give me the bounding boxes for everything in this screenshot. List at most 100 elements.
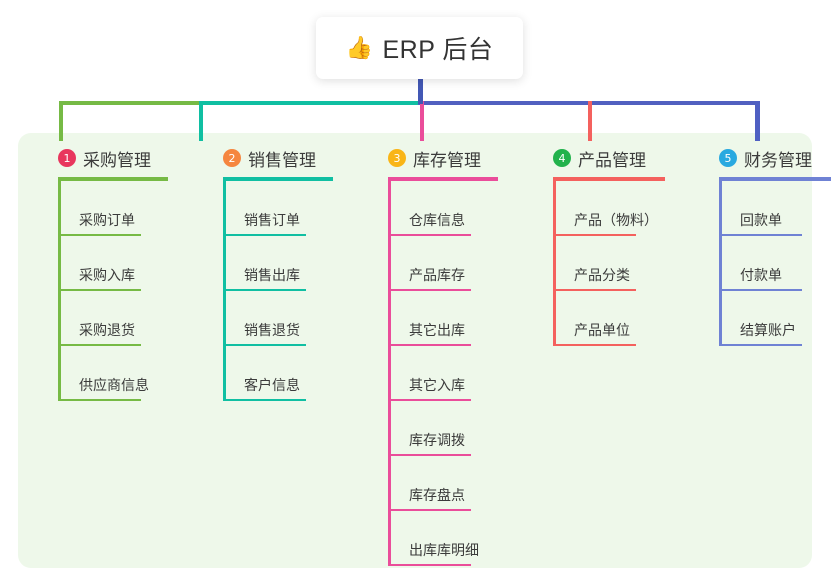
list-item-underline [388,399,471,401]
column-item-list: 仓库信息产品库存其它出库其它入库库存调拨库存盘点出库库明细 [388,181,498,566]
list-item-underline [719,234,802,236]
list-item[interactable]: 采购退货 [58,291,168,346]
list-item-underline [58,344,141,346]
diagram-background-panel [18,133,812,568]
list-item[interactable]: 其它入库 [388,346,498,401]
column-header-underline [58,177,168,181]
column-item-list: 销售订单销售出库销售退货客户信息 [223,181,333,401]
list-item-label: 回款单 [740,212,782,228]
column-item-list: 采购订单采购入库采购退货供应商信息 [58,181,168,401]
root-node-card[interactable]: 👍 ERP 后台 [316,17,523,79]
column-badge-2: 2 [223,149,241,167]
thumbs-up-icon: 👍 [345,35,374,60]
column-header-underline [719,177,831,181]
list-item-underline [719,289,802,291]
list-item-label: 采购退货 [79,322,135,338]
list-item-label: 采购订单 [79,212,135,228]
list-item-label: 采购入库 [79,267,135,283]
list-item-underline [223,289,306,291]
column-spine-line [223,181,226,401]
connector-drop-line-1 [59,101,63,141]
list-item-label: 付款单 [740,267,782,283]
connector-drop-line-4 [588,101,592,141]
list-item-label: 产品库存 [409,267,465,283]
list-item-underline [553,234,636,236]
list-item-label: 销售退货 [244,322,300,338]
column-badge-1: 1 [58,149,76,167]
list-item[interactable]: 付款单 [719,236,831,291]
list-item-label: 出库库明细 [409,542,479,558]
list-item-underline [388,289,471,291]
list-item-underline [553,289,636,291]
list-item[interactable]: 出库库明细 [388,511,498,566]
list-item-underline [719,344,802,346]
list-item-underline [223,234,306,236]
list-item-label: 结算账户 [740,322,796,338]
list-item[interactable]: 采购入库 [58,236,168,291]
list-item-underline [388,509,471,511]
list-item[interactable]: 采购订单 [58,181,168,236]
list-item[interactable]: 产品分类 [553,236,665,291]
list-item[interactable]: 供应商信息 [58,346,168,401]
column-销售管理: 2 销售管理销售订单销售出库销售退货客户信息 [201,145,333,401]
list-item[interactable]: 其它出库 [388,291,498,346]
list-item-underline [58,289,141,291]
list-item-underline [553,344,636,346]
list-item[interactable]: 销售出库 [223,236,333,291]
column-header-产品管理[interactable]: 4 产品管理 [531,145,665,171]
column-title-text: 财务管理 [744,150,812,170]
root-node-title: 👍 ERP 后台 [346,30,494,66]
list-item[interactable]: 产品单位 [553,291,665,346]
list-item[interactable]: 仓库信息 [388,181,498,236]
column-spine-line [58,181,61,401]
column-spine-line [388,181,391,566]
list-item-label: 仓库信息 [409,212,465,228]
list-item[interactable]: 销售订单 [223,181,333,236]
list-item[interactable]: 客户信息 [223,346,333,401]
list-item-label: 其它出库 [409,322,465,338]
column-header-underline [553,177,665,181]
list-item-underline [388,454,471,456]
list-item-label: 产品单位 [574,322,630,338]
list-item-label: 其它入库 [409,377,465,393]
column-spine-line [553,181,556,346]
list-item[interactable]: 回款单 [719,181,831,236]
column-header-销售管理[interactable]: 2 销售管理 [201,145,333,171]
column-title-text: 产品管理 [578,150,646,170]
column-title-text: 库存管理 [413,150,481,170]
list-item-label: 库存调拨 [409,432,465,448]
list-item-underline [58,234,141,236]
column-title-text: 销售管理 [248,150,316,170]
list-item-label: 产品（物料） [574,212,658,228]
connector-bus-segment-green [59,101,200,105]
column-header-underline [223,177,333,181]
list-item[interactable]: 结算账户 [719,291,831,346]
column-badge-4: 4 [553,149,571,167]
list-item-label: 销售出库 [244,267,300,283]
list-item[interactable]: 销售退货 [223,291,333,346]
connector-drop-line-3 [420,101,424,141]
list-item-underline [388,344,471,346]
connector-drop-line-2 [199,101,203,141]
list-item-underline [388,234,471,236]
list-item[interactable]: 库存调拨 [388,401,498,456]
list-item-label: 供应商信息 [79,377,149,393]
connector-drop-line-5 [755,101,760,141]
list-item-underline [388,564,471,566]
list-item-label: 销售订单 [244,212,300,228]
list-item[interactable]: 产品库存 [388,236,498,291]
connector-root-stem [418,79,423,104]
list-item-underline [223,399,306,401]
column-spine-line [719,181,722,346]
column-产品管理: 4 产品管理产品（物料） 产品分类产品单位 [531,145,665,346]
list-item[interactable]: 产品（物料） [553,181,665,236]
list-item-label: 产品分类 [574,267,630,283]
list-item-underline [223,344,306,346]
list-item[interactable]: 库存盘点 [388,456,498,511]
connector-bus-segment-teal [199,101,420,105]
